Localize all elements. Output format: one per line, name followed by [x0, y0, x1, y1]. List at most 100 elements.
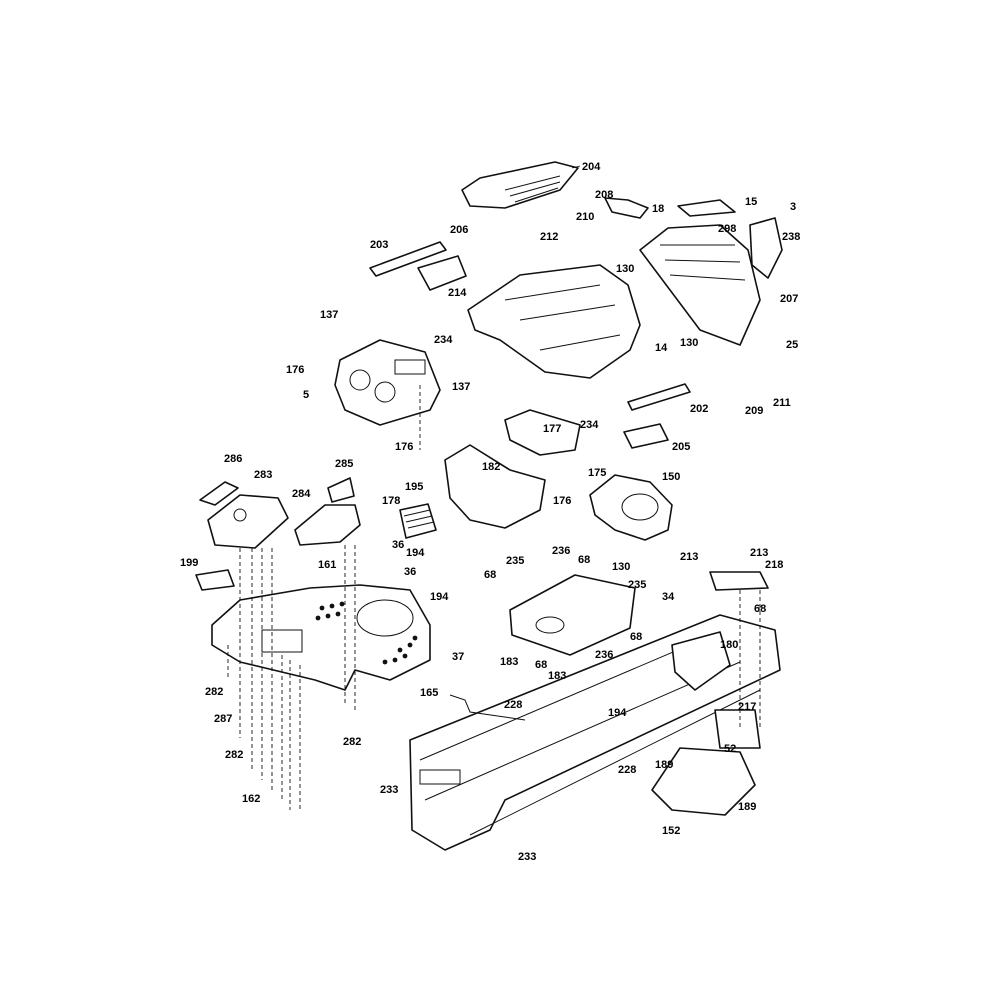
callout-189-a: 189: [655, 759, 673, 771]
callout-234-a: 234: [434, 334, 453, 346]
callout-130-a: 130: [616, 263, 634, 275]
fastener-drop-lines: [227, 385, 761, 812]
mount-bracket-218: [709, 571, 769, 591]
grille-insert-206: [417, 255, 467, 291]
fender-deck-37: [211, 584, 431, 691]
callout-165: 165: [420, 687, 438, 699]
callout-130-b: 130: [680, 337, 698, 349]
callout-52: 52: [724, 743, 736, 755]
fender-cover-283: [207, 494, 289, 549]
vent-205: [623, 423, 669, 449]
callout-235-a: 235: [506, 555, 524, 567]
callout-282-c: 282: [225, 749, 243, 761]
callout-194-b: 194: [430, 591, 449, 603]
callout-15: 15: [745, 196, 757, 208]
callout-3: 3: [790, 201, 796, 213]
callout-282-b: 282: [343, 736, 361, 748]
seat-plate-34: [509, 574, 636, 656]
callout-214: 214: [448, 287, 467, 299]
callout-18: 18: [652, 203, 664, 215]
callout-287: 287: [214, 713, 232, 725]
callout-36-a: 36: [392, 539, 404, 551]
hood-panel-14: [467, 264, 641, 379]
callout-238: 238: [782, 231, 800, 243]
callout-178: 178: [382, 495, 400, 507]
callout-213-a: 213: [680, 551, 698, 563]
bracket-285: [327, 477, 355, 503]
callout-68-d: 68: [630, 631, 642, 643]
callout-68-b: 68: [484, 569, 496, 581]
callout-5: 5: [303, 389, 309, 401]
callout-175: 175: [588, 467, 606, 479]
callout-282-a: 282: [205, 686, 223, 698]
callout-161: 161: [318, 559, 336, 571]
callout-176-a: 176: [286, 364, 304, 376]
right-bumper-side: [749, 217, 783, 279]
callout-194-a: 194: [406, 547, 425, 559]
callout-218: 218: [765, 559, 783, 571]
callout-34: 34: [662, 591, 675, 603]
callout-137-a: 137: [320, 309, 338, 321]
callout-137-b: 137: [452, 381, 470, 393]
callout-211: 211: [773, 397, 791, 409]
callout-162: 162: [242, 793, 260, 805]
callout-202: 202: [690, 403, 708, 415]
callout-25: 25: [786, 339, 798, 351]
callout-177: 177: [543, 423, 561, 435]
callout-283: 283: [254, 469, 272, 481]
grille-insert-203: [369, 241, 447, 277]
callout-182: 182: [482, 461, 500, 473]
callout-209: 209: [745, 405, 763, 417]
support-180: [671, 631, 731, 691]
callout-205: 205: [672, 441, 690, 453]
callout-208: 208: [595, 189, 613, 201]
callout-14: 14: [655, 342, 668, 354]
callout-217: 217: [738, 701, 756, 713]
shroud-150: [589, 474, 673, 541]
grille-202: [627, 383, 691, 411]
callout-68-e: 68: [535, 659, 547, 671]
dash-console-5: [334, 339, 441, 426]
front-bumper-18: [639, 224, 761, 346]
callout-189-b: 189: [738, 801, 756, 813]
callout-228-b: 228: [618, 764, 636, 776]
callout-36-b: 36: [404, 566, 416, 578]
callout-206: 206: [450, 224, 468, 236]
callout-labels: 204 208 15 3 18 238 298 210 206 203 212 …: [180, 161, 800, 863]
callout-213-b: 213: [750, 547, 768, 559]
callout-204: 204: [582, 161, 601, 173]
tow-bracket-217: [714, 709, 761, 749]
callout-68-a: 68: [578, 554, 590, 566]
callout-233-a: 233: [380, 784, 398, 796]
callout-150: 150: [662, 471, 680, 483]
rod-165: [449, 694, 526, 721]
callout-176-b: 176: [395, 441, 413, 453]
cover-286: [199, 481, 239, 506]
callout-183-b: 183: [548, 670, 566, 682]
callout-298: 298: [718, 223, 736, 235]
callout-285: 285: [335, 458, 353, 470]
callout-228-a: 228: [504, 699, 522, 711]
callout-183-a: 183: [500, 656, 518, 668]
callout-152: 152: [662, 825, 680, 837]
hood-top-vent: [461, 161, 579, 209]
steering-support-182: [444, 444, 546, 529]
callout-210: 210: [576, 211, 594, 223]
callout-180: 180: [720, 639, 738, 651]
headlight-strip-15: [677, 199, 736, 217]
callout-207: 207: [780, 293, 798, 305]
cover-152: [651, 747, 756, 816]
callout-199: 199: [180, 557, 198, 569]
callout-68-c: 68: [754, 603, 766, 615]
callout-236-b: 236: [595, 649, 613, 661]
callout-236-a: 236: [552, 545, 570, 557]
callout-194-c: 194: [608, 707, 627, 719]
bracket-175: [504, 409, 581, 456]
decal-199: [195, 569, 235, 591]
callout-195: 195: [405, 481, 423, 493]
callout-284: 284: [292, 488, 311, 500]
callout-37: 37: [452, 651, 464, 663]
bracket-208: [604, 197, 649, 219]
callout-212: 212: [540, 231, 558, 243]
